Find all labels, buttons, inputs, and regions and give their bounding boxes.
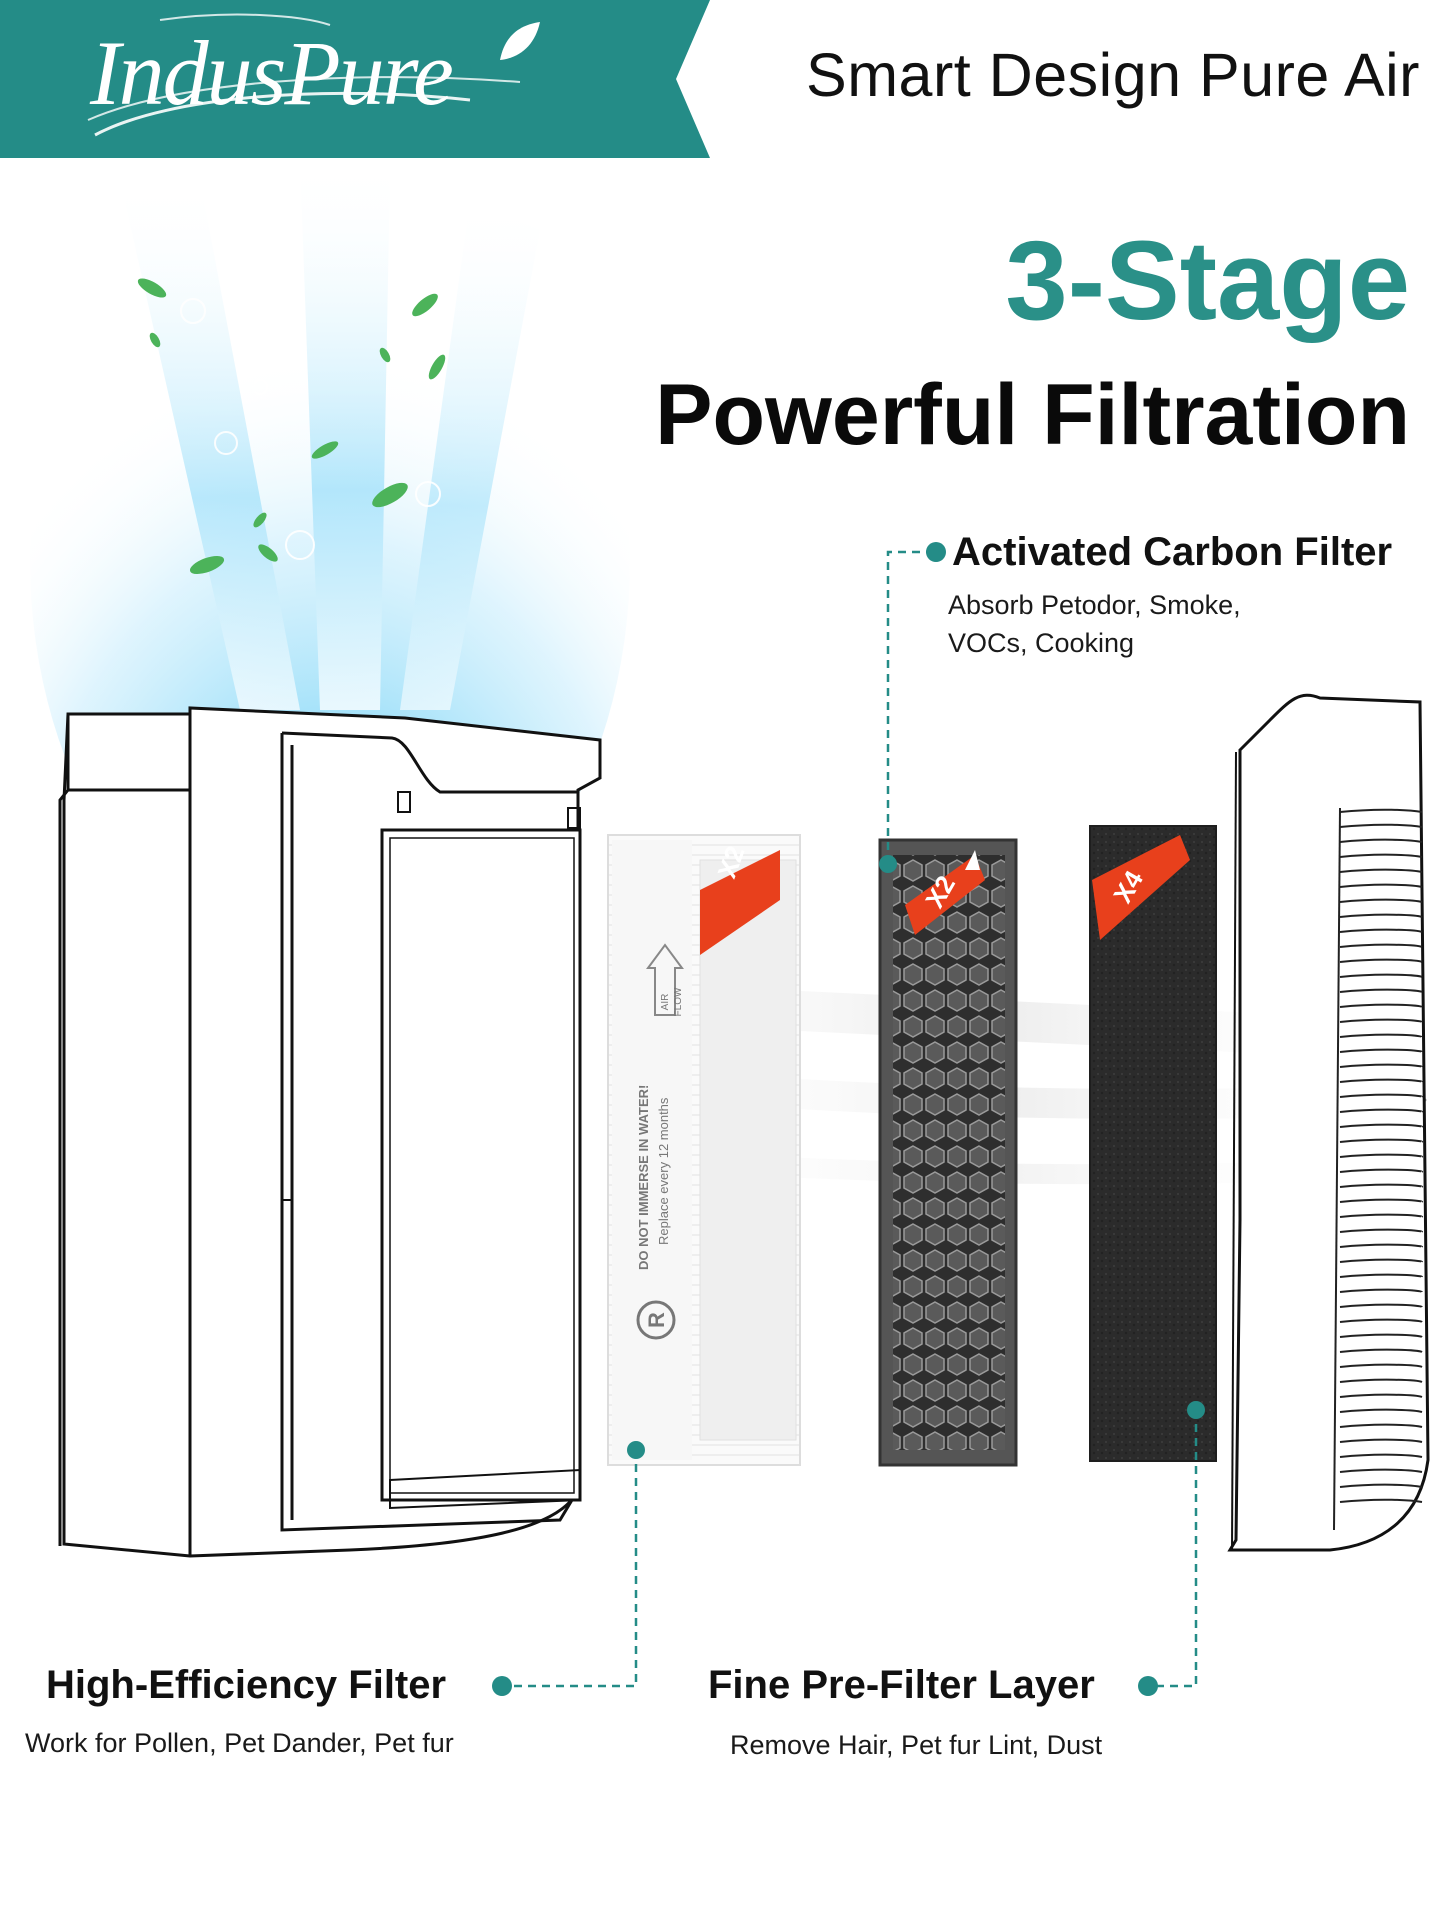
grille-slat	[1339, 808, 1423, 813]
grille-slat	[1339, 973, 1423, 978]
grille-slat	[1339, 838, 1423, 843]
grille-slat	[1339, 1468, 1423, 1473]
grille-slat	[1339, 1498, 1423, 1503]
grille-slat	[1339, 1318, 1423, 1323]
grille-slat	[1339, 958, 1423, 963]
carbon-filter-desc-line1: Absorb Petodor, Smoke,	[948, 590, 1241, 620]
hepa-filter-title: High-Efficiency Filter	[46, 1663, 447, 1707]
grille-slat	[1339, 1093, 1424, 1098]
prefilter-callout-dot	[1187, 1401, 1205, 1419]
hepa-airflow-label-1: AIR	[660, 994, 671, 1011]
tagline: Smart Design Pure Air	[806, 41, 1420, 109]
grille-slat	[1339, 928, 1423, 933]
grille-slat	[1339, 1063, 1424, 1068]
grille-slat	[1339, 853, 1423, 858]
grille-slat	[1339, 1243, 1424, 1248]
carbon-filter	[878, 838, 1018, 1467]
hepa-leader-line	[505, 1450, 638, 1688]
grille-slat	[1339, 1033, 1423, 1038]
prefilter-title-dot	[1138, 1676, 1158, 1696]
grille-slat	[1339, 1453, 1423, 1458]
grille-slat	[1339, 1108, 1424, 1113]
grille-edge	[1333, 807, 1341, 1531]
foam-prefilter	[1089, 825, 1217, 1462]
hepa-filter	[607, 834, 801, 1466]
grille-slat	[1339, 1258, 1424, 1263]
prefilter-desc: Remove Hair, Pet fur Lint, Dust	[730, 1730, 1103, 1760]
grille-slat	[1339, 1438, 1423, 1443]
grille-slat	[1339, 1483, 1423, 1488]
grille-slat	[1339, 823, 1423, 828]
grille-slat	[1339, 898, 1423, 903]
grille-slat	[1339, 1018, 1423, 1023]
hepa-warning-text: DO NOT IMMERSE IN WATER!	[636, 1085, 651, 1270]
hepa-replace-text: Replace every 12 months	[656, 1097, 671, 1245]
grille-slat	[1339, 1213, 1424, 1218]
grille-slat	[1339, 1348, 1423, 1353]
grille-slat	[1339, 1378, 1423, 1383]
grille-slat	[1339, 913, 1423, 918]
carbon-leader-line	[886, 550, 934, 864]
grille-slat	[1339, 868, 1423, 873]
grille-slat	[1339, 1288, 1423, 1293]
grille-slat	[1339, 1363, 1423, 1368]
brand-logo-text: IndusPure	[90, 22, 454, 124]
grille-slats	[1333, 807, 1424, 1531]
grille-slat	[1339, 1228, 1424, 1233]
headline-stage: 3-Stage	[1005, 218, 1410, 343]
grille-slat	[1339, 1333, 1423, 1338]
hepa-airflow-label-2: FLOW	[673, 987, 684, 1016]
grille-slat	[1339, 1393, 1423, 1398]
hepa-callout-dot	[627, 1441, 645, 1459]
hepa-filter-desc: Work for Pollen, Pet Dander, Pet fur	[25, 1728, 454, 1758]
purifier-body	[58, 706, 602, 1558]
grille-slat	[1339, 1273, 1424, 1278]
grille-slat	[1339, 1078, 1424, 1083]
grille-slat	[1339, 1048, 1424, 1053]
front-grille-panel	[1227, 693, 1430, 1552]
grille-slat	[1339, 1003, 1423, 1008]
header-banner	[0, 0, 710, 158]
headline-filtration: Powerful Filtration	[655, 367, 1410, 463]
grille-slat	[1339, 1303, 1423, 1308]
grille-slat	[1339, 1423, 1423, 1428]
carbon-filter-title: Activated Carbon Filter	[952, 530, 1393, 574]
carbon-callout-dot	[879, 855, 897, 873]
carbon-filter-desc-line2: VOCs, Cooking	[948, 628, 1135, 658]
grille-slat	[1339, 1408, 1423, 1413]
grille-slat	[1339, 943, 1423, 948]
carbon-title-dot	[926, 542, 946, 562]
prefilter-leader-line	[1150, 1410, 1198, 1688]
grille-slat	[1339, 988, 1423, 993]
prefilter-title: Fine Pre-Filter Layer	[708, 1663, 1095, 1707]
hepa-registered-mark: R	[644, 1312, 669, 1328]
hepa-title-dot	[492, 1676, 512, 1696]
grille-slat	[1339, 883, 1423, 888]
